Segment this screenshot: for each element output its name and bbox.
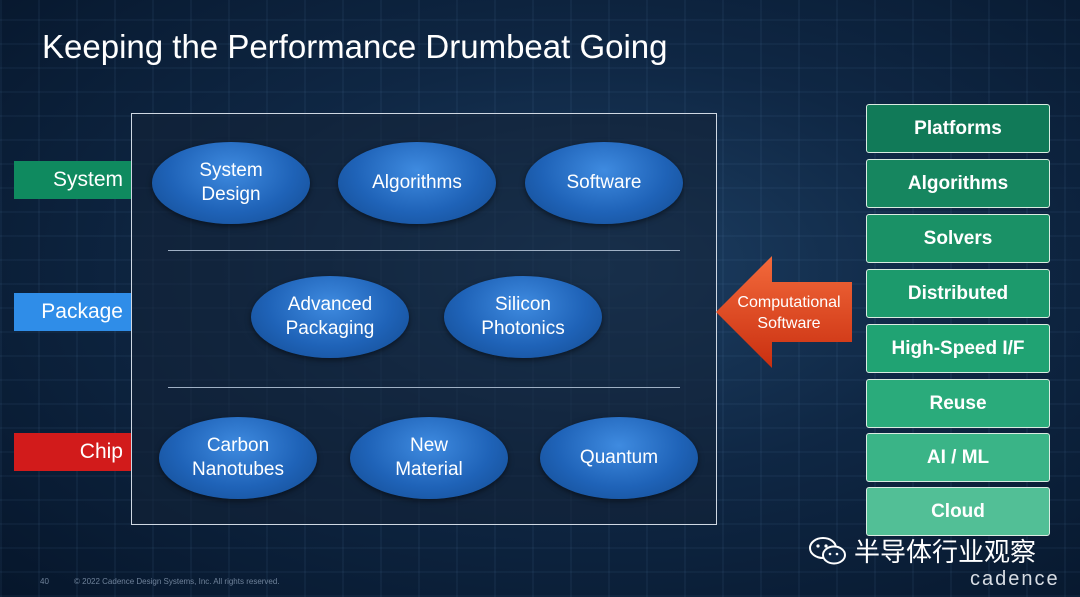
- page-number: 40: [40, 577, 49, 586]
- slide-title: Keeping the Performance Drumbeat Going: [42, 28, 668, 65]
- ellipse-quantum: Quantum: [540, 417, 698, 499]
- cadence-logo: cadence: [970, 568, 1060, 590]
- row-label-system: System: [14, 161, 131, 199]
- ellipse-software: Software: [525, 142, 683, 224]
- button-reuse[interactable]: Reuse: [866, 379, 1050, 428]
- ellipse-system-design: System Design: [152, 142, 310, 224]
- technology-frame: System Design Algorithms Software Advanc…: [131, 113, 717, 525]
- watermark: 半导体行业观察: [808, 532, 1036, 569]
- divider-bottom: [168, 387, 680, 388]
- ellipse-advanced-packaging: Advanced Packaging: [251, 276, 409, 358]
- divider-top: [168, 250, 680, 251]
- button-distributed[interactable]: Distributed: [866, 269, 1050, 318]
- ellipse-new-material: New Material: [350, 417, 508, 499]
- row-label-package: Package: [14, 293, 131, 331]
- button-ai-ml[interactable]: AI / ML: [866, 433, 1050, 482]
- row-label-chip: Chip: [14, 433, 131, 471]
- ellipse-carbon-nanotubes: Carbon Nanotubes: [159, 417, 317, 499]
- wechat-icon: [809, 536, 846, 564]
- button-algorithms[interactable]: Algorithms: [866, 159, 1050, 208]
- button-platforms[interactable]: Platforms: [866, 104, 1050, 153]
- left-arrow-icon: [716, 256, 852, 368]
- copyright-text: © 2022 Cadence Design Systems, Inc. All …: [74, 577, 280, 586]
- button-high-speed-if[interactable]: High-Speed I/F: [866, 324, 1050, 373]
- ellipse-algorithms: Algorithms: [338, 142, 496, 224]
- ellipse-silicon-photonics: Silicon Photonics: [444, 276, 602, 358]
- button-cloud[interactable]: Cloud: [866, 487, 1050, 536]
- arrow-label: Computational Software: [737, 294, 841, 332]
- watermark-text: 半导体行业观察: [854, 537, 1037, 567]
- button-solvers[interactable]: Solvers: [866, 214, 1050, 263]
